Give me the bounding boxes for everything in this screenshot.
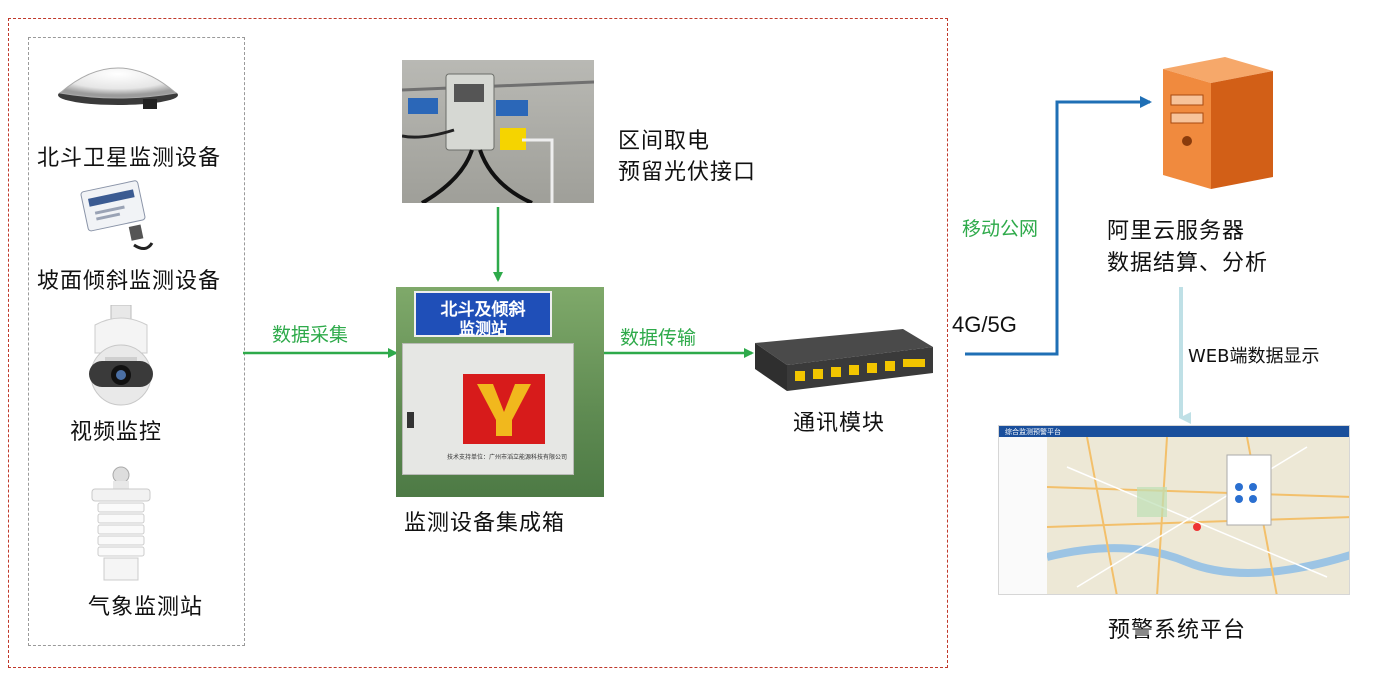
platform-title: 综合监测预警平台	[1005, 428, 1061, 436]
web-display-label: WEB端数据显示	[1188, 346, 1320, 367]
network-type-label: 4G/5G	[952, 312, 1017, 337]
station-sign-line2: 监测站	[458, 319, 507, 338]
camera-icon	[85, 305, 157, 407]
monitoring-station-photo: 北斗及倾斜 监测站 技术支持单位：广州市滔立能源科技有限公司	[396, 287, 604, 497]
platform-header: 综合监测预警平台	[999, 426, 1349, 437]
collect-flow-label: 数据采集	[272, 324, 349, 346]
beidou-device-label: 北斗卫星监测设备	[37, 146, 222, 171]
server-icon	[1155, 55, 1275, 190]
uplink-arrow	[965, 96, 1152, 356]
power-label-line2: 预留光伏接口	[618, 160, 757, 185]
device-group-frame	[28, 37, 245, 646]
beidou-antenna-icon	[55, 55, 181, 125]
mobile-network-label: 移动公网	[962, 218, 1039, 240]
platform-label: 预警系统平台	[1108, 618, 1247, 643]
router-icon	[755, 325, 935, 397]
server-label-line1: 阿里云服务器	[1107, 219, 1246, 244]
power-label-line1: 区间取电	[618, 129, 711, 154]
platform-map	[1047, 437, 1349, 594]
system-boundary-frame	[8, 18, 948, 668]
weather-device-label: 气象监测站	[88, 595, 204, 620]
platform-sidebar	[999, 437, 1048, 594]
box-handle	[407, 412, 414, 428]
platform-screenshot: 综合监测预警平台	[998, 425, 1350, 595]
station-footer-text: 技术支持单位：广州市滔立能源科技有限公司	[447, 454, 568, 461]
brand-logo	[463, 374, 545, 444]
weather-station-icon	[88, 465, 154, 583]
comm-module-label: 通讯模块	[793, 411, 886, 436]
transmit-flow-label: 数据传输	[620, 327, 697, 349]
integration-box: 技术支持单位：广州市滔立能源科技有限公司	[402, 343, 574, 475]
station-sign: 北斗及倾斜 监测站	[414, 291, 552, 338]
station-sign-line1: 北斗及倾斜	[440, 300, 526, 320]
tilt-device-label: 坡面倾斜监测设备	[37, 269, 222, 294]
power-supply-photo	[402, 60, 594, 203]
video-device-label: 视频监控	[70, 420, 163, 445]
tilt-sensor-icon	[78, 175, 158, 257]
station-label: 监测设备集成箱	[404, 511, 566, 536]
server-label-line2: 数据结算、分析	[1107, 251, 1269, 276]
